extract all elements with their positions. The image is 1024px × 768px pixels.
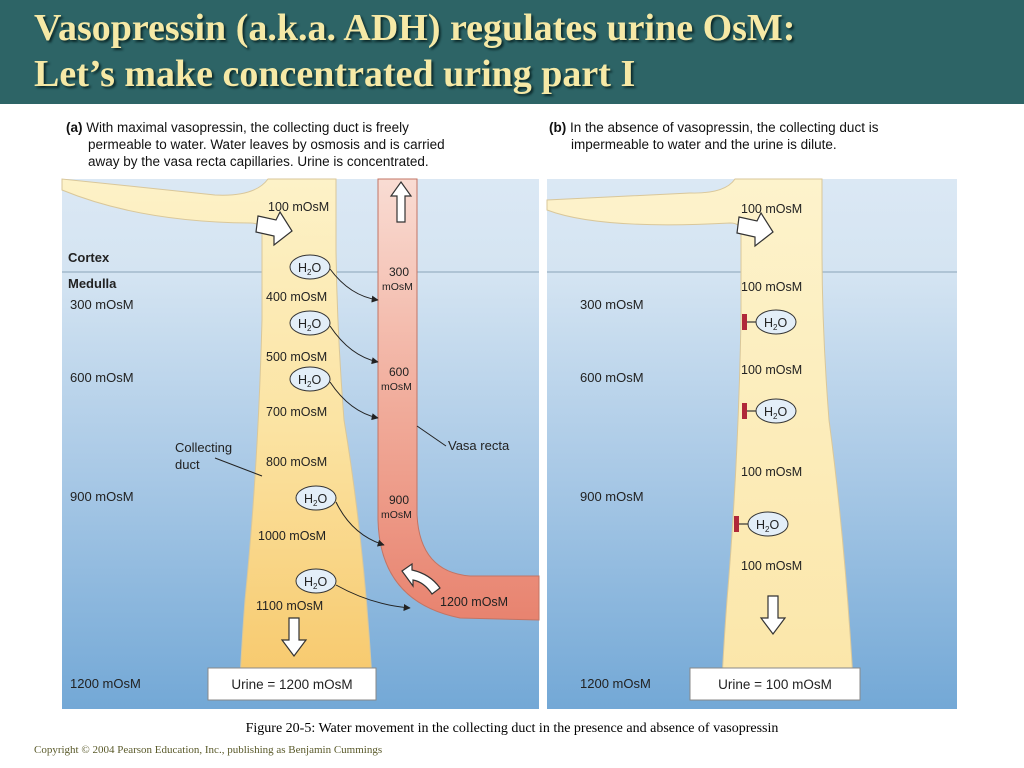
vasa-recta-osm-900-unit: mOsM (381, 509, 412, 521)
panel-a-water-molecule-2: H2O (289, 310, 331, 336)
panel-b-interstitium-1200: 1200 mOsM (580, 676, 651, 691)
panel-a-interstitium-1200: 1200 mOsM (70, 676, 141, 691)
panel-b-caption-line-2: impermeable to water and the urine is di… (571, 137, 837, 152)
panel-b-interstitium-300: 300 mOsM (580, 297, 644, 312)
panel-b-urine-label: Urine = 100 mOsM (718, 677, 832, 692)
panel-b-blocked-water-molecule-2: H2O (742, 398, 797, 424)
figure-caption: Figure 20-5: Water movement in the colle… (245, 721, 779, 736)
region-medulla-label: Medulla (68, 276, 117, 291)
panel-a-urine-outflow-arrow-icon (280, 617, 308, 657)
panel-a-duct-osm-400: 400 mOsM (266, 290, 327, 304)
panel-b-caption-line-1: In the absence of vasopressin, the colle… (570, 120, 879, 135)
svg-text:H2O: H2O (756, 518, 779, 534)
panel-a-water-molecule-1: H2O (289, 254, 331, 280)
collecting-duct-leader-line (214, 457, 263, 477)
panel-a-caption: (a) With maximal vasopressin, the collec… (66, 119, 536, 170)
panel-a-water-flow-arrow-3 (329, 381, 379, 421)
svg-text:H2O: H2O (298, 261, 321, 277)
panel-a-urine-label: Urine = 1200 mOsM (231, 677, 352, 692)
panel-b-blocked-water-molecule-1: H2O (742, 309, 797, 335)
collecting-duct-label-line-1: Collecting (175, 440, 232, 455)
panel-a-water-flow-arrow-4 (335, 501, 385, 547)
svg-text:H2O: H2O (764, 316, 787, 332)
svg-text:H2O: H2O (304, 575, 327, 591)
panel-a-vasa-recta-turn-arrow-icon (401, 562, 441, 595)
panel-a-urine-box (207, 667, 377, 701)
panel-a-water-flow-arrow-5 (335, 584, 411, 611)
panel-a-vasa-recta-upflow-arrow-icon (389, 180, 413, 223)
panel-b-duct-osm-4: 100 mOsM (741, 465, 802, 479)
vasa-recta-label: Vasa recta (448, 438, 510, 453)
svg-text:H2O: H2O (304, 492, 327, 508)
panel-a-duct-osm-500: 500 mOsM (266, 350, 327, 364)
panel-b-urine-box (689, 667, 861, 701)
vasa-recta-osm-600-unit: mOsM (381, 381, 412, 393)
slide-title-line-2: Let’s make concentrated uring part I (34, 53, 636, 95)
panel-a-caption-line-3: away by the vasa recta capillaries. Urin… (88, 154, 429, 169)
panel-a-duct-osm-100: 100 mOsM (268, 200, 329, 214)
panel-a-vasa-recta (377, 178, 540, 621)
svg-text:H2O: H2O (298, 373, 321, 389)
panel-a-water-flow-arrow-1 (329, 268, 379, 303)
panel-a-collecting-duct (61, 178, 373, 681)
svg-text:H2O: H2O (298, 317, 321, 333)
collecting-duct-label-line-2: duct (175, 457, 200, 472)
panel-a-water-flow-arrow-2 (329, 325, 379, 365)
panel-b-caption: (b) In the absence of vasopressin, the c… (549, 119, 969, 153)
panel-a-water-molecule-5: H2O (295, 568, 337, 594)
vasa-recta-osm-300-unit: mOsM (382, 281, 413, 293)
panel-a-duct-osm-1000: 1000 mOsM (258, 529, 326, 543)
panel-b-blocked-water-molecule-3: H2O (734, 511, 789, 537)
vasa-recta-osm-600: 600 (389, 365, 409, 379)
panel-a-duct-osm-1100: 1100 mOsM (256, 599, 323, 613)
panel-a-water-molecule-4: H2O (295, 485, 337, 511)
panel-a-interstitium-600: 600 mOsM (70, 370, 134, 385)
panel-b-duct-osm-5: 100 mOsM (741, 559, 802, 573)
panel-a-inflow-arrow-icon (255, 210, 293, 247)
panel-a-duct-osm-700: 700 mOsM (266, 405, 327, 419)
panel-b-urine-outflow-arrow-icon (759, 595, 787, 635)
panel-b-duct-osm-3: 100 mOsM (741, 363, 802, 377)
panel-b-collecting-duct (546, 178, 854, 681)
panel-b-duct-osm-1: 100 mOsM (741, 202, 802, 216)
svg-text:H2O: H2O (764, 405, 787, 421)
vasa-recta-osm-900: 900 (389, 493, 409, 507)
panel-b-tag: (b) (549, 120, 567, 135)
panel-a-caption-line-1: With maximal vasopressin, the collecting… (86, 120, 409, 135)
panel-b-inflow-arrow-icon (736, 211, 774, 248)
panel-b-interstitium-900: 900 mOsM (580, 489, 644, 504)
panel-a-duct-osm-800: 800 mOsM (266, 455, 327, 469)
copyright-notice: Copyright © 2004 Pearson Education, Inc.… (34, 744, 383, 756)
panel-a-water-molecule-3: H2O (289, 366, 331, 392)
panel-a-caption-line-2: permeable to water. Water leaves by osmo… (88, 137, 445, 152)
panel-a-interstitium-300: 300 mOsM (70, 297, 134, 312)
vasa-recta-osm-1200: 1200 mOsM (440, 595, 508, 609)
panel-b-duct-osm-2: 100 mOsM (741, 280, 802, 294)
slide-title-line-1: Vasopressin (a.k.a. ADH) regulates urine… (34, 7, 796, 49)
title-bar: Vasopressin (a.k.a. ADH) regulates urine… (0, 0, 1024, 104)
panel-a-interstitium-900: 900 mOsM (70, 489, 134, 504)
region-cortex-label: Cortex (68, 250, 110, 265)
panel-a-tag: (a) (66, 120, 83, 135)
vasa-recta-osm-300: 300 (389, 265, 409, 279)
vasa-recta-leader-line (416, 425, 447, 447)
panel-b-interstitium-600: 600 mOsM (580, 370, 644, 385)
